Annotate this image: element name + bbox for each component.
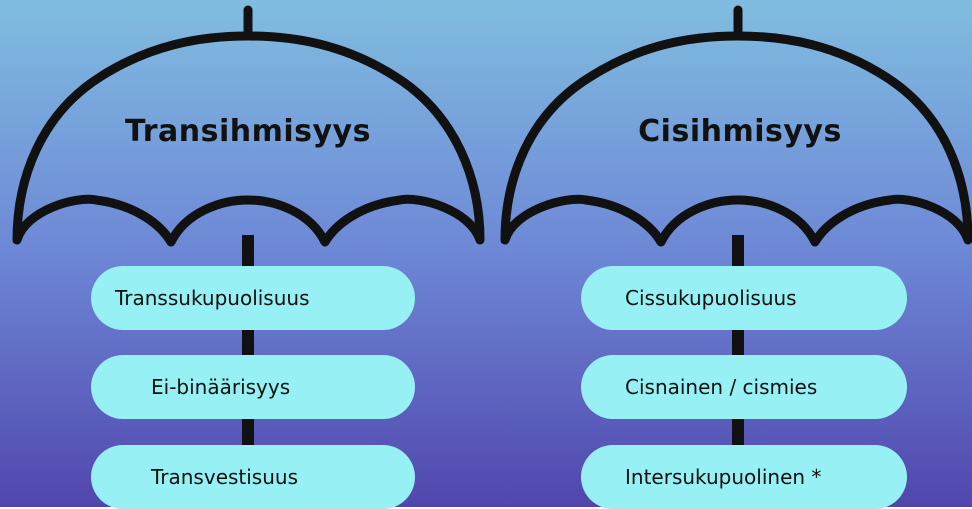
right-item-2: Cisnainen / cismies	[581, 355, 907, 419]
right-item-1-label: Cissukupuolisuus	[625, 286, 797, 310]
left-item-3: Transvestisuus	[91, 445, 415, 509]
right-umbrella-canopy	[500, 31, 972, 247]
left-item-2-label: Ei-binäärisyys	[151, 375, 291, 399]
left-item-1: Transsukupuolisuus	[91, 266, 415, 330]
right-item-3: Intersukupuolinen *	[581, 445, 907, 509]
left-item-1-label: Transsukupuolisuus	[115, 286, 310, 310]
left-umbrella-canopy	[12, 31, 485, 247]
left-umbrella-title: Transihmisyys	[125, 114, 371, 149]
left-item-2: Ei-binäärisyys	[91, 355, 415, 419]
right-item-2-label: Cisnainen / cismies	[625, 375, 818, 399]
right-umbrella-title: Cisihmisyys	[638, 114, 842, 149]
right-item-3-label: Intersukupuolinen *	[625, 465, 822, 489]
right-item-1: Cissukupuolisuus	[581, 266, 907, 330]
left-item-3-label: Transvestisuus	[151, 465, 299, 489]
